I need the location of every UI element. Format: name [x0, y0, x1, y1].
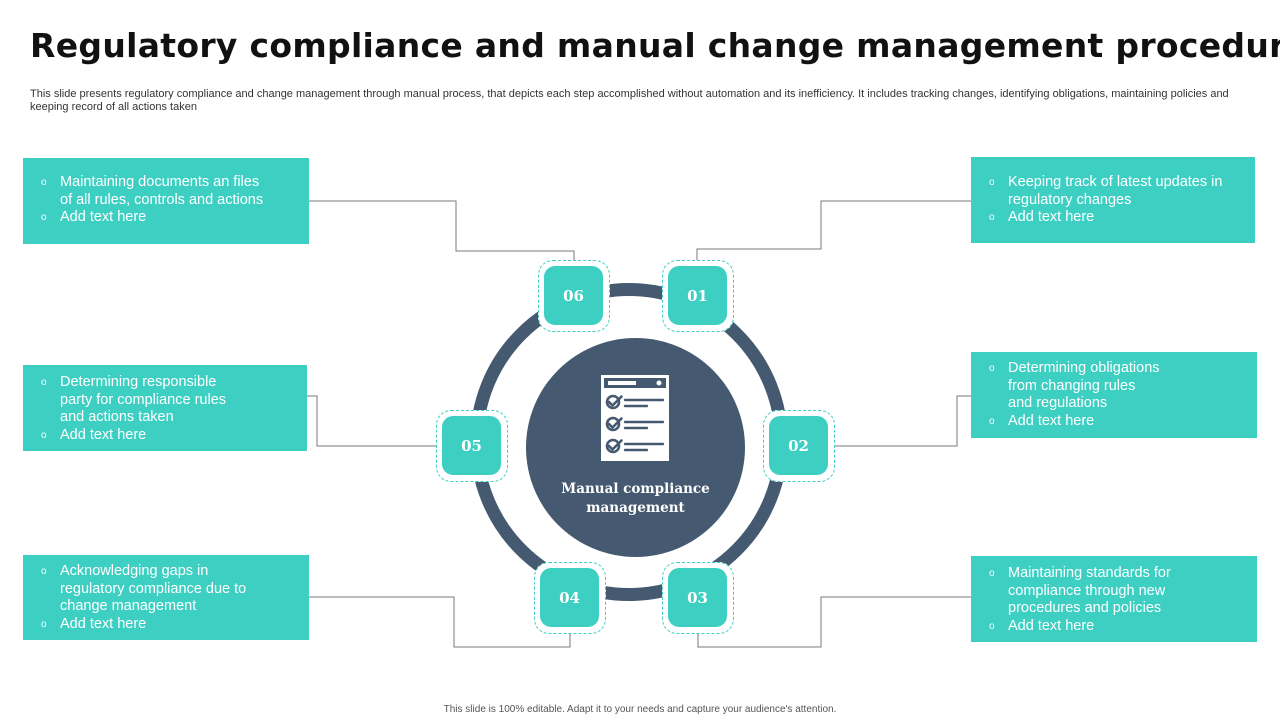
connector-02: [835, 395, 971, 447]
text-box-top-left: o Maintaining documents an files of all r…: [23, 158, 309, 244]
connector-01: [696, 200, 971, 263]
bullet-icon: o: [41, 566, 47, 577]
bullet-list: o Determining responsible party for compl…: [41, 374, 297, 444]
text-box-mid-left: o Determining responsible party for compl…: [23, 365, 307, 451]
bullet-text: Add text here: [60, 426, 147, 443]
bullet-icon: o: [989, 415, 995, 427]
connector-04: [309, 596, 571, 648]
bullet-icon: o: [41, 618, 47, 630]
bullet-item: o Acknowledging gaps in regulatory compli…: [41, 563, 299, 616]
bullet-text: Maintaining documents an files of all ru…: [60, 174, 264, 208]
bullet-icon: o: [41, 212, 47, 223]
step-number-01: 01: [668, 266, 727, 325]
step-badge-05: 05: [436, 410, 508, 482]
text-box-bottom-left: o Acknowledging gaps in regulatory compli…: [23, 555, 309, 640]
step-badge-02: 02: [763, 410, 835, 482]
checklist-document-icon: [599, 373, 671, 463]
bullet-icon: o: [989, 212, 995, 223]
step-badge-01: 01: [662, 260, 734, 332]
bullet-item: o Determining responsible party for compl…: [41, 374, 297, 427]
bullet-list: o Acknowledging gaps in regulatory compli…: [41, 563, 299, 633]
center-circle: Manual compliance management: [526, 338, 745, 557]
bullet-item: o Add text here: [989, 413, 1247, 431]
bullet-icon: o: [41, 377, 47, 388]
bullet-text: Add text here: [60, 615, 147, 632]
text-box-mid-right: o Determining obligations from changing r…: [971, 352, 1257, 438]
step-number-06: 06: [544, 266, 603, 325]
bullet-text: Determining responsible party for compli…: [60, 374, 227, 425]
bullet-item: o Add text here: [989, 618, 1247, 636]
bullet-list: o Keeping track of latest updates in regu…: [989, 174, 1245, 227]
step-number-02: 02: [769, 416, 828, 475]
bullet-item: o Add text here: [989, 209, 1245, 227]
connector-06: [309, 200, 575, 263]
text-box-top-right: o Keeping track of latest updates in regu…: [971, 157, 1255, 243]
bullet-icon: o: [989, 177, 995, 188]
bullet-icon: o: [41, 177, 47, 188]
bullet-icon: o: [41, 429, 47, 441]
bullet-icon: o: [989, 620, 995, 632]
bullet-text: Keeping track of latest updates in regul…: [1008, 174, 1223, 208]
connector-05: [307, 395, 438, 447]
bullet-list: o Maintaining standards for compliance th…: [989, 565, 1247, 635]
text-box-bottom-right: o Maintaining standards for compliance th…: [971, 556, 1257, 642]
bullet-text: Add text here: [1008, 209, 1095, 225]
bullet-item: o Add text here: [41, 427, 297, 445]
page-title: Regulatory compliance and manual change …: [30, 26, 1280, 65]
bullet-item: o Maintaining documents an files of all r…: [41, 174, 299, 209]
bullet-list: o Maintaining documents an files of all r…: [41, 174, 299, 227]
bullet-item: o Maintaining standards for compliance th…: [989, 565, 1247, 618]
bullet-text: Determining obligations from changing ru…: [1008, 360, 1160, 411]
footer-note: This slide is 100% editable. Adapt it to…: [443, 704, 837, 715]
bullet-item: o Add text here: [41, 209, 299, 227]
bullet-item: o Determining obligations from changing r…: [989, 360, 1247, 413]
step-number-03: 03: [668, 568, 727, 627]
bullet-text: Acknowledging gaps in regulatory complia…: [60, 563, 247, 614]
bullet-text: Add text here: [1008, 412, 1095, 429]
page-subtitle: This slide presents regulatory complianc…: [30, 88, 1229, 113]
step-badge-06: 06: [538, 260, 610, 332]
connector-03: [697, 596, 971, 648]
bullet-item: o Keeping track of latest updates in regu…: [989, 174, 1245, 209]
bullet-item: o Add text here: [41, 616, 299, 634]
bullet-list: o Determining obligations from changing r…: [989, 360, 1247, 430]
bullet-icon: o: [989, 363, 995, 374]
bullet-icon: o: [989, 568, 995, 579]
bullet-text: Maintaining standards for compliance thr…: [1008, 565, 1171, 616]
bullet-text: Add text here: [1008, 617, 1095, 634]
step-number-04: 04: [540, 568, 599, 627]
center-label-line1: Manual compliance: [561, 481, 710, 497]
step-badge-03: 03: [662, 562, 734, 634]
step-badge-04: 04: [534, 562, 606, 634]
center-label: Manual compliance management: [526, 480, 745, 518]
center-label-line2: management: [586, 500, 685, 516]
bullet-text: Add text here: [60, 209, 147, 225]
step-number-05: 05: [442, 416, 501, 475]
